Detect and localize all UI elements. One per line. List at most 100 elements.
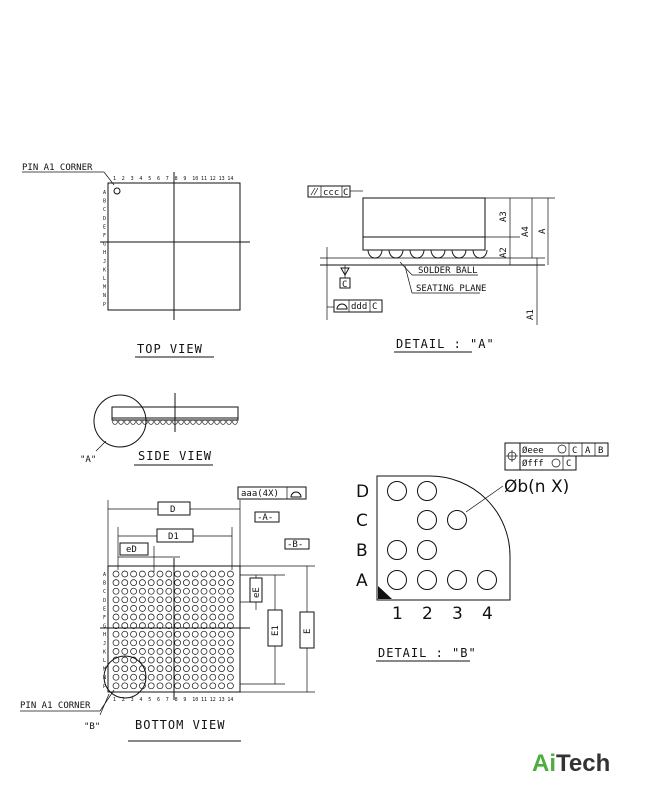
top-col-number: 1 [113, 176, 116, 182]
bottom-col-number: 14 [227, 697, 233, 703]
bottom-ball [191, 648, 199, 655]
bottom-ball [200, 630, 208, 638]
detail-b-ball [447, 570, 467, 590]
detail-a-circle [93, 394, 147, 448]
bottom-ball [227, 656, 234, 664]
dim-a4: A4 [521, 226, 531, 237]
solder-balls [367, 249, 488, 259]
bottom-ball [112, 682, 120, 690]
bottom-ball [147, 682, 155, 690]
top-col-number: 11 [201, 176, 207, 182]
bottom-ball [209, 605, 217, 612]
tol-fff: Øfff [522, 458, 544, 469]
top-view-caption: TOP VIEW [137, 342, 203, 356]
bottom-ball [112, 570, 120, 578]
detail-b-caption: DETAIL : "B" [378, 646, 477, 660]
bottom-ball [165, 622, 173, 629]
bottom-ball [112, 596, 120, 604]
bottom-ball [183, 648, 190, 655]
bottom-ball [209, 648, 217, 655]
bottom-ball [165, 605, 173, 612]
bottom-ball [209, 673, 217, 681]
bottom-ball [209, 596, 217, 604]
detail-b-ball [387, 481, 407, 501]
bottom-ball [209, 656, 217, 664]
bottom-ball [209, 579, 217, 586]
bottom-ball [227, 622, 234, 629]
dim-a2: A2 [499, 247, 509, 258]
bottom-ball [165, 579, 173, 586]
detail-b-ball [387, 540, 407, 560]
bottom-ball [130, 570, 137, 578]
side-ball [148, 419, 154, 425]
side-ball [208, 419, 214, 425]
bottom-ball [183, 673, 190, 681]
side-ball [160, 419, 166, 425]
side-ball [112, 419, 118, 425]
bottom-ball [139, 648, 146, 655]
bottom-ball [112, 622, 120, 629]
detail-b-ball [387, 570, 407, 590]
bottom-ball [174, 579, 181, 586]
detail-b-ball [417, 510, 437, 530]
top-col-number: 9 [183, 176, 186, 182]
bottom-ball [156, 639, 164, 647]
bottom-ball [209, 587, 217, 595]
bottom-ball [200, 596, 208, 604]
bottom-ball [183, 570, 190, 578]
bottom-ball [139, 596, 146, 604]
bottom-col-number: 11 [201, 697, 207, 703]
bottom-ball [112, 605, 120, 612]
brand-logo: AiTech [532, 750, 610, 778]
bottom-ball [156, 630, 164, 638]
bottom-ball [139, 613, 146, 621]
top-col-number: 3 [131, 176, 134, 182]
bottom-ball [147, 639, 155, 647]
bottom-ball [147, 665, 155, 672]
bottom-ball [165, 639, 173, 647]
bottom-row-letter: L [103, 658, 106, 664]
side-ball [178, 419, 184, 425]
bottom-ball [121, 648, 129, 655]
bottom-ball [174, 570, 181, 578]
bottom-ball [227, 673, 234, 681]
side-view: "A" SIDE VIEW [80, 393, 239, 466]
bottom-ball [191, 630, 199, 638]
bottom-ball [183, 613, 190, 621]
bottom-ball [165, 682, 173, 690]
bottom-ball [165, 648, 173, 655]
bottom-ball-grid [112, 570, 234, 690]
datum-b-label: -B- [287, 540, 303, 550]
bottom-ball [191, 596, 199, 604]
bottom-ball [209, 682, 217, 690]
top-col-number: 2 [122, 176, 125, 182]
bottom-ball [218, 587, 225, 595]
bottom-ball [218, 682, 225, 690]
flatness-tolerance: ccc [323, 188, 339, 198]
bottom-ball [227, 665, 234, 672]
bottom-ball [121, 587, 129, 595]
aaa-tolerance: aaa(4X) [241, 489, 279, 499]
side-view-caption: SIDE VIEW [138, 449, 212, 463]
bottom-ball [130, 579, 137, 586]
bottom-ball [165, 596, 173, 604]
bottom-ball [121, 570, 129, 578]
top-row-letter: B [103, 199, 106, 205]
tol-ref-b: B [598, 446, 603, 456]
bottom-ball [218, 630, 225, 638]
bottom-ball [183, 656, 190, 664]
bottom-ball [174, 665, 181, 672]
detail-b-row-letter: A [356, 571, 368, 591]
bottom-ball [209, 570, 217, 578]
seating-plane-label: SEATING PLANE [416, 284, 486, 294]
bottom-ball [121, 682, 129, 690]
bottom-ball [218, 579, 225, 586]
bottom-row-letter: J [103, 641, 106, 647]
bottom-ball [200, 648, 208, 655]
bottom-ball [191, 665, 199, 672]
